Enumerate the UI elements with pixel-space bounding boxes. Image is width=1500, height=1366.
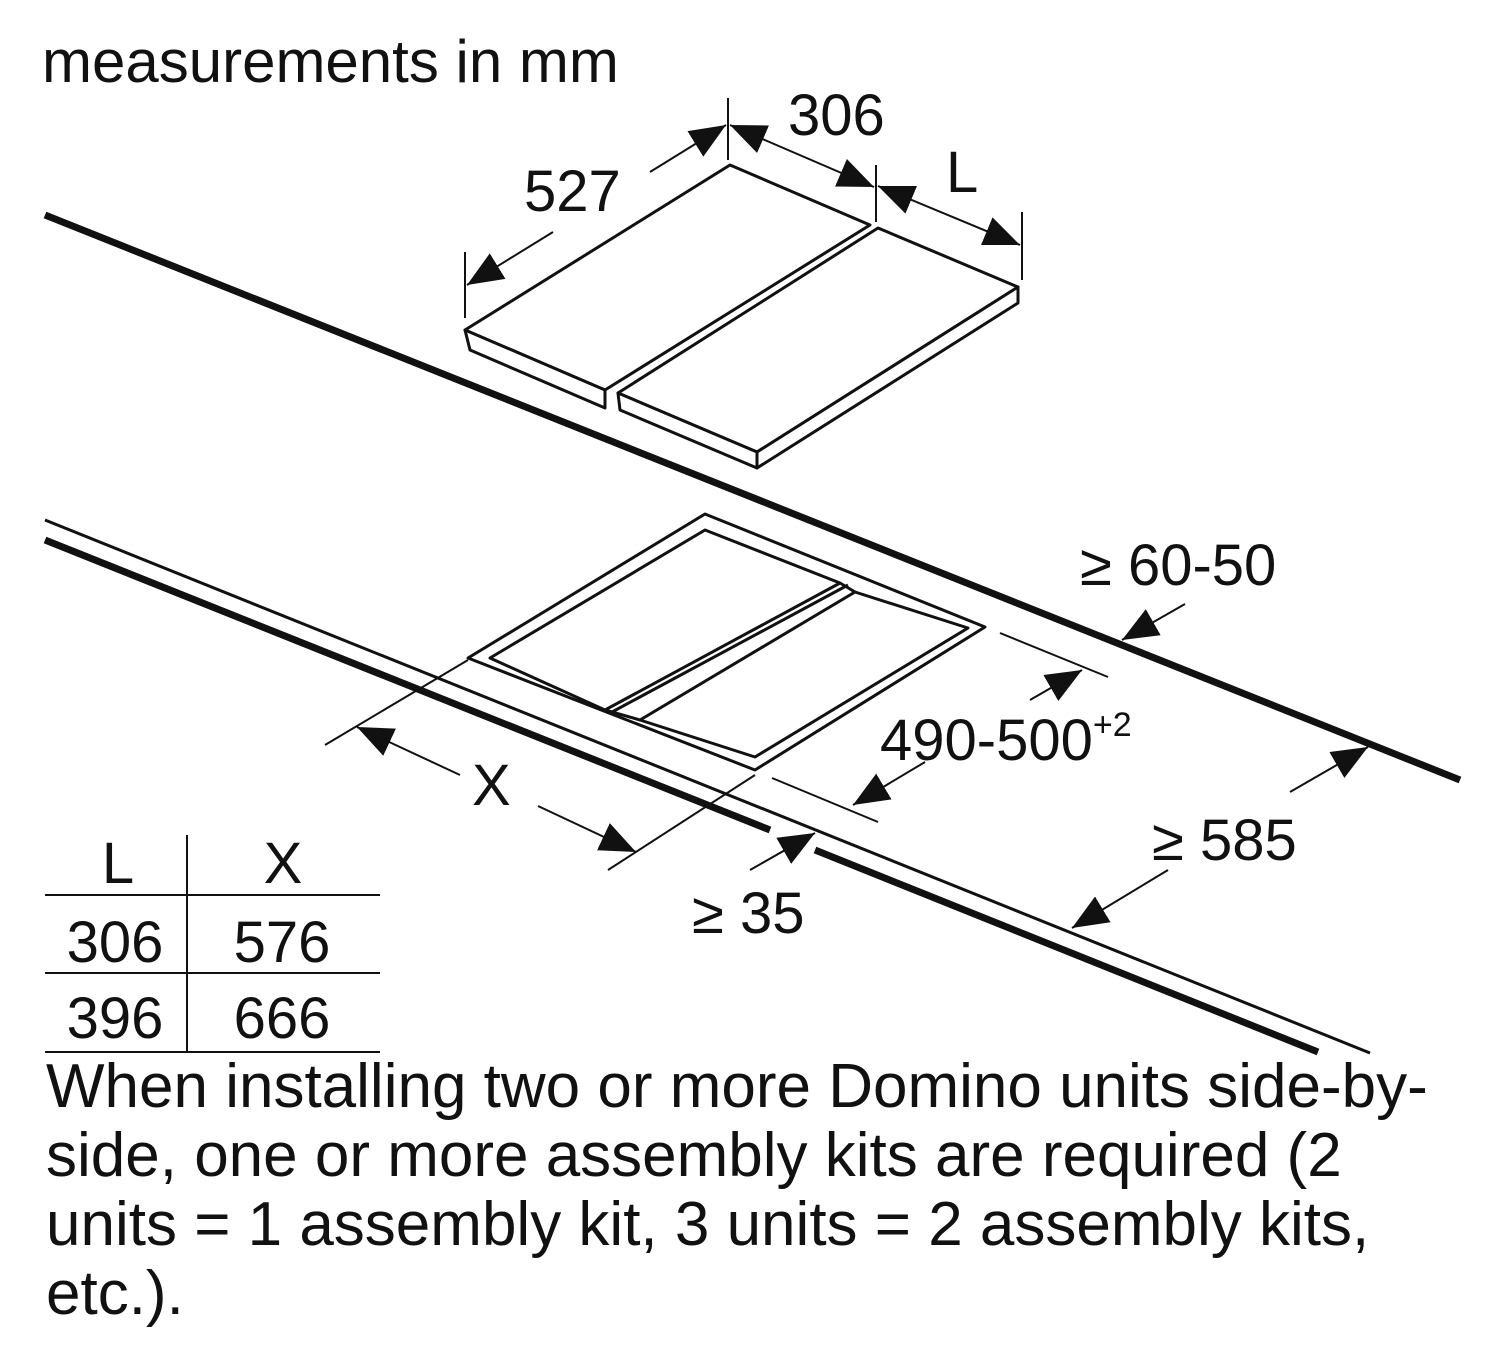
dim-cutout-depth <box>771 632 1109 823</box>
table-cell-x: 576 <box>234 910 331 975</box>
worktop-front-edge <box>43 518 1371 1056</box>
dim-cutout-width-label: X <box>472 753 511 818</box>
table-grid <box>45 835 380 1053</box>
worktop-cutout <box>466 512 987 772</box>
dim-depth <box>464 98 729 318</box>
dim-min-rear-label: ≥ 60-50 <box>1080 533 1276 598</box>
dim-width-first <box>729 124 877 222</box>
dim-min-front-label: ≥ 35 <box>692 881 804 946</box>
table-cell-l: 396 <box>67 986 164 1051</box>
dim-depth-label: 527 <box>524 159 621 224</box>
hob-unit-left <box>463 163 872 410</box>
dim-width-second-label: L <box>946 140 978 205</box>
dim-width-second <box>877 185 1023 280</box>
dim-cutout-depth-label: 490-500+2 <box>880 706 1132 773</box>
hob-unit-right <box>616 226 1020 470</box>
table-cell-l: 306 <box>67 910 164 975</box>
dimension-table: L X 306 576 396 666 <box>45 831 380 1053</box>
dim-min-rear-leader <box>1121 603 1186 641</box>
dim-cutout-depth-tolerance: +2 <box>1093 706 1132 744</box>
heading: measurements in mm <box>42 28 619 95</box>
table-cell-x: 666 <box>234 986 331 1051</box>
dim-cutout-depth-value: 490-500 <box>880 708 1093 773</box>
table-header-x: X <box>264 831 303 896</box>
dim-min-worktop-depth <box>1071 746 1369 929</box>
assembly-kit-note: When installing two or more Domino units… <box>46 1052 1428 1328</box>
dim-min-worktop-depth-label: ≥ 585 <box>1152 808 1297 873</box>
dim-width-first-label: 306 <box>788 83 885 148</box>
dim-min-front-leader <box>749 832 816 871</box>
table-header-l: L <box>102 831 134 896</box>
dim-cutout-width <box>324 659 756 871</box>
worktop-rear-edge <box>43 211 1462 784</box>
